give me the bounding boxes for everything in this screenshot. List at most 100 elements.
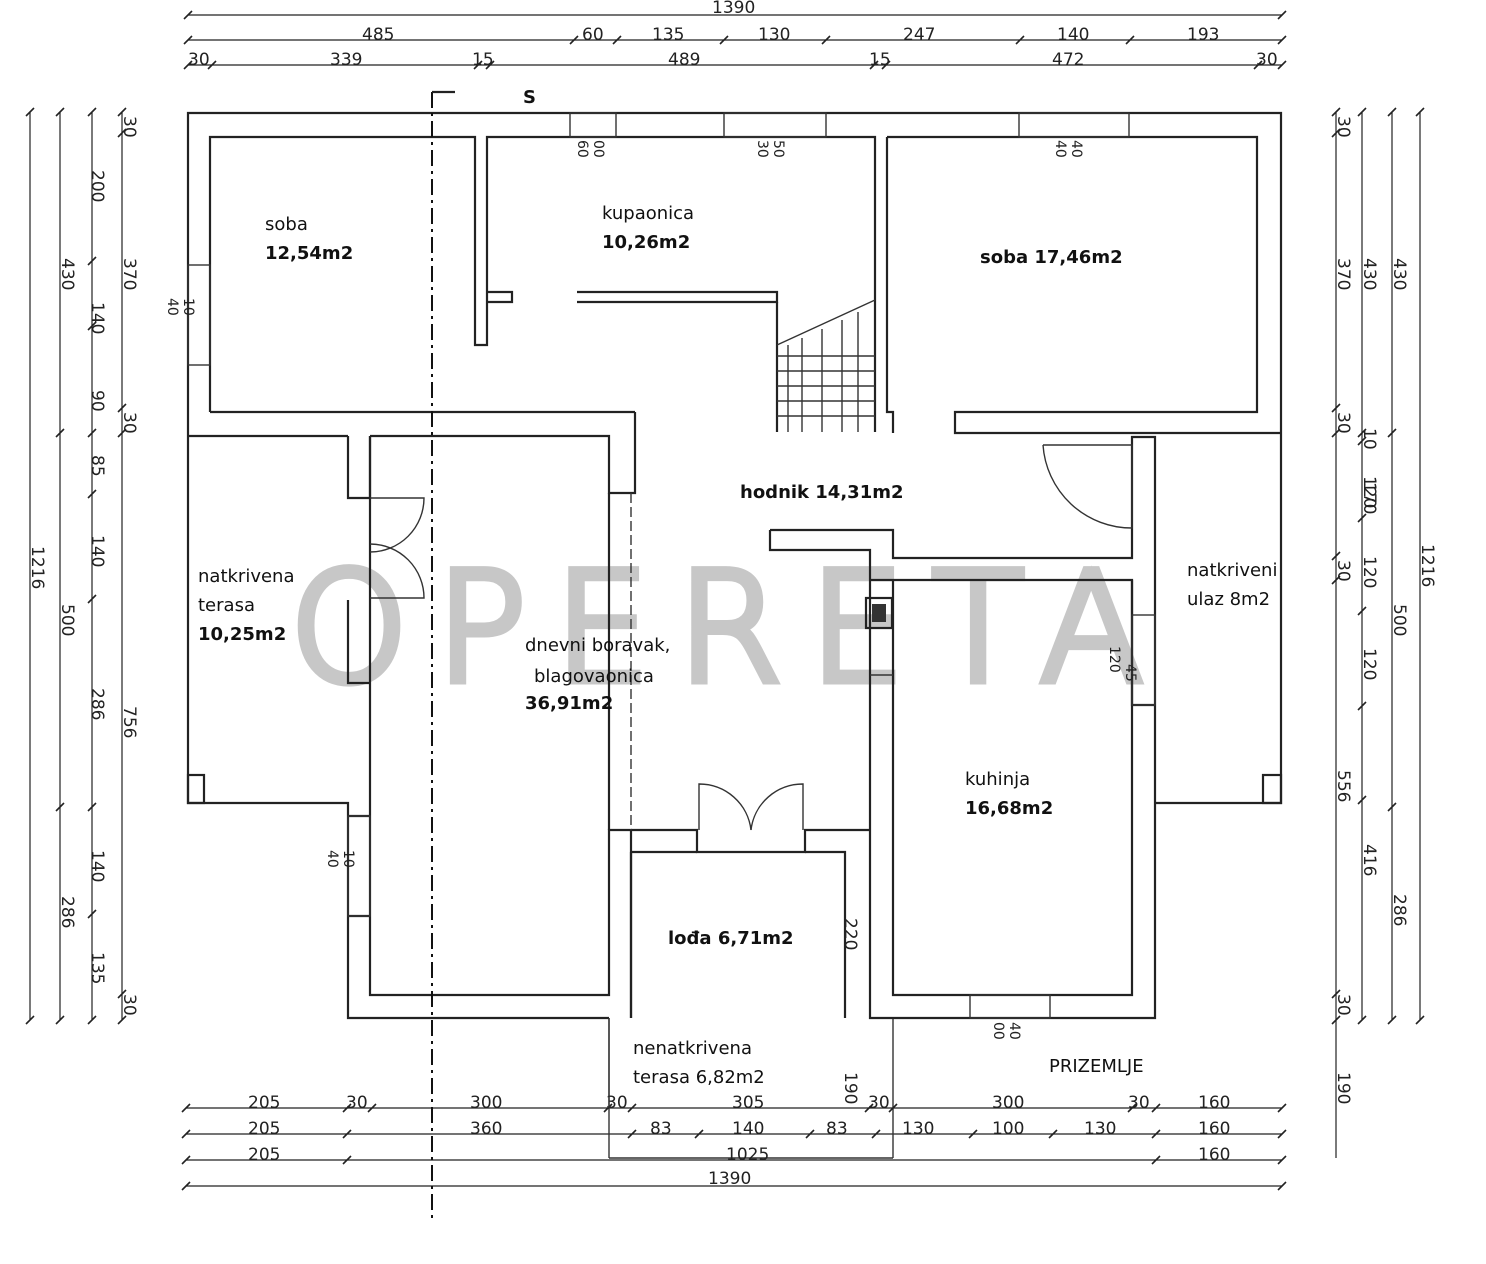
dim-right: 30	[1333, 412, 1353, 434]
dim-right-total: 1216	[1417, 544, 1437, 587]
room-hodnik: hodnik 14,31m2	[740, 482, 904, 503]
dim-right: 190	[1333, 1072, 1353, 1104]
room-terasa-covered-1: natkrivena	[198, 566, 295, 587]
dim-bottom: 30	[606, 1093, 628, 1113]
dim-right: 120	[1359, 476, 1379, 508]
dim-left: 500	[57, 604, 77, 636]
room-lodja: lođa 6,71m2	[668, 928, 794, 949]
dim-bottom: 300	[992, 1093, 1024, 1113]
dim-right: 30	[1333, 994, 1353, 1016]
dim-right: 30	[1333, 560, 1353, 582]
dim-top: 30	[1256, 50, 1278, 70]
walls	[186, 111, 1283, 1108]
dim-right: 286	[1389, 894, 1409, 926]
dim-bottom: 305	[732, 1093, 764, 1113]
orientation-mark: S	[523, 87, 536, 108]
dim-left: 140	[87, 850, 107, 882]
dim-bottom: 83	[826, 1119, 848, 1139]
window-mark: 40	[164, 298, 180, 316]
dim-right: 30	[1333, 116, 1353, 138]
dim-right: 370	[1333, 258, 1353, 290]
room-dnevni-area: 36,91m2	[525, 693, 613, 714]
dim-right: 416	[1359, 844, 1379, 876]
dim-right: 430	[1359, 258, 1379, 290]
dim-top: 489	[668, 50, 700, 70]
dim-top: 60	[582, 25, 604, 45]
dim-right: 120	[1359, 648, 1379, 680]
dim-bottom: 205	[248, 1119, 280, 1139]
inner-dim: 220	[840, 918, 860, 950]
dim-top-total: 1390	[712, 0, 755, 18]
section-line: S	[431, 87, 536, 1220]
dim-left: 140	[87, 535, 107, 567]
dim-top: 247	[903, 25, 935, 45]
window-mark: 120	[1106, 646, 1122, 673]
window-mark: 40	[1068, 140, 1084, 158]
dim-left: 370	[119, 258, 139, 290]
room-labels: soba 12,54m2 kupaonica 10,26m2 soba 17,4…	[198, 203, 1277, 1088]
room-soba-right: soba 17,46m2	[980, 247, 1123, 268]
window-mark: 30	[754, 140, 770, 158]
window-marks: 60 00 30 50 40 40 40 10 120 45 40 10 00 …	[164, 140, 1138, 1104]
left-dimensions: 1216 430 500 286 200 140 90 85 140 286 1…	[25, 107, 139, 1025]
room-dnevni-2: blagovaonica	[534, 666, 654, 687]
dim-bottom: 100	[992, 1119, 1024, 1139]
dim-bottom: 30	[1128, 1093, 1150, 1113]
dim-left: 756	[119, 706, 139, 738]
dim-top: 339	[330, 50, 362, 70]
room-terasa-open-2: terasa 6,82m2	[633, 1067, 765, 1088]
room-terasa-open-1: nenatkrivena	[633, 1038, 752, 1059]
window-mark: 00	[990, 1022, 1006, 1040]
room-kuhinja-area: 16,68m2	[965, 798, 1053, 819]
dim-bottom: 130	[1084, 1119, 1116, 1139]
dim-top: 485	[362, 25, 394, 45]
dim-top: 193	[1187, 25, 1219, 45]
dim-left: 140	[87, 302, 107, 334]
window-mark: 40	[1006, 1022, 1022, 1040]
floor-label: PRIZEMLJE	[1049, 1056, 1144, 1077]
window-mark: 50	[770, 140, 786, 158]
dim-left: 85	[87, 455, 107, 477]
window-mark: 45	[1122, 664, 1138, 682]
dim-left: 286	[57, 896, 77, 928]
dim-bottom: 160	[1198, 1145, 1230, 1165]
window-mark: 00	[590, 140, 606, 158]
dim-bottom: 30	[868, 1093, 890, 1113]
bottom-dimensions: 205 30 300 30 305 30 300 30 160 205 360 …	[181, 1018, 1287, 1191]
dim-right: 430	[1389, 258, 1409, 290]
dim-left-total: 1216	[27, 546, 47, 589]
dim-bottom: 130	[902, 1119, 934, 1139]
dim-right: 170	[1359, 482, 1379, 514]
dim-bottom: 205	[248, 1093, 280, 1113]
dim-bottom: 30	[346, 1093, 368, 1113]
dim-top: 15	[472, 50, 494, 70]
dim-left: 286	[87, 688, 107, 720]
dim-bottom: 360	[470, 1119, 502, 1139]
dim-bottom: 83	[650, 1119, 672, 1139]
window-mark: 10	[340, 850, 356, 868]
window-mark: 60	[574, 140, 590, 158]
dim-top: 135	[652, 25, 684, 45]
dim-bottom: 1025	[726, 1145, 769, 1165]
dim-top: 15	[869, 50, 891, 70]
dim-left: 135	[87, 952, 107, 984]
dim-bottom: 160	[1198, 1093, 1230, 1113]
window-mark: 10	[180, 298, 196, 316]
dim-left: 430	[57, 258, 77, 290]
dim-left: 200	[87, 170, 107, 202]
dim-left: 90	[87, 390, 107, 412]
room-ulaz-1: natkriveni	[1187, 560, 1277, 581]
dim-bottom: 160	[1198, 1119, 1230, 1139]
dim-right: 556	[1333, 770, 1353, 802]
dim-top: 130	[758, 25, 790, 45]
dim-bottom: 300	[470, 1093, 502, 1113]
room-terasa-covered-area: 10,25m2	[198, 624, 286, 645]
dim-left: 30	[119, 994, 139, 1016]
room-terasa-covered-2: terasa	[198, 595, 255, 616]
inner-dim: 190	[840, 1072, 860, 1104]
window-mark: 40	[1052, 140, 1068, 158]
dim-bottom: 140	[732, 1119, 764, 1139]
room-kuhinja-name: kuhinja	[965, 769, 1030, 790]
dim-right: 10	[1359, 428, 1379, 450]
